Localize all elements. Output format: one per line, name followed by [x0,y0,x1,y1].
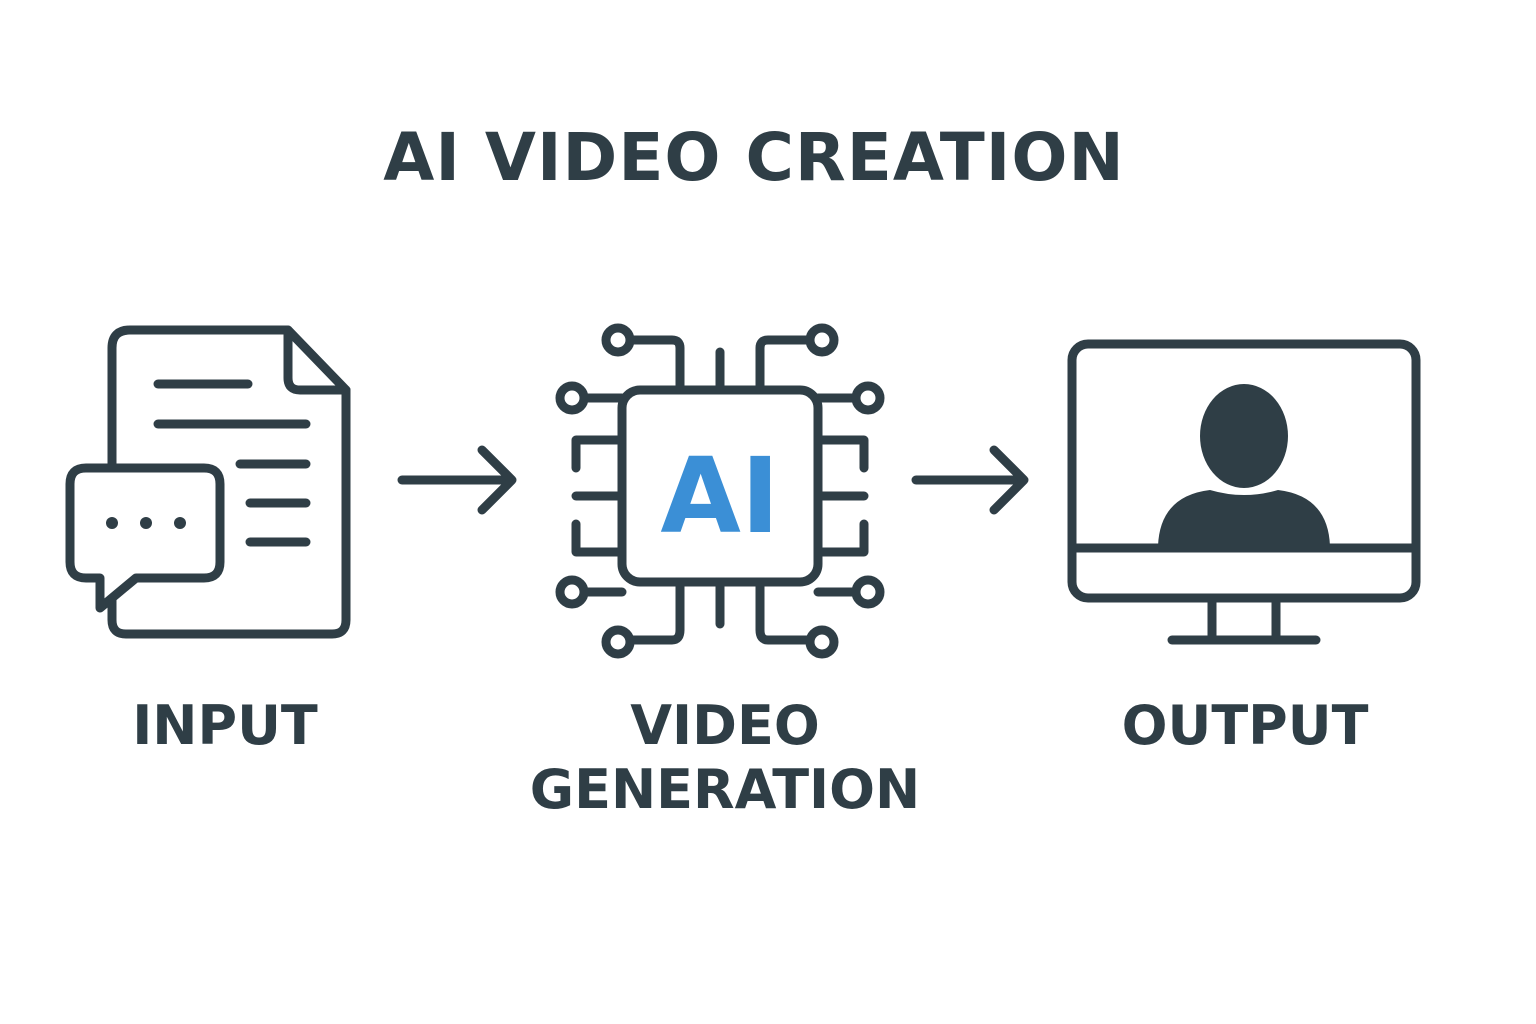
step-label-input: INPUT [132,694,318,757]
monitor-frame [1067,339,1421,603]
chat-dot [174,517,186,529]
chat-bubble [65,463,225,613]
monitor-person-icon [1067,339,1421,645]
arrow-right-icon [911,445,1029,515]
person-shoulders [1158,490,1330,546]
step-label-line: VIDEO [630,694,820,757]
document-with-chat-icon [65,325,351,639]
document-fold [283,325,351,395]
person-head [1200,384,1288,488]
step-label-video-generation: VIDEO GENERATION [490,694,960,822]
chip-ai-text: AI [660,435,779,557]
chat-dot [140,517,152,529]
document-outline [107,325,351,639]
diagram-title: AI VIDEO CREATION [383,119,1125,196]
step-label-line: GENERATION [529,758,921,821]
step-label-output: OUTPUT [1121,694,1369,757]
ai-chip-icon: AI [555,323,885,659]
chat-dot [106,517,118,529]
arrow-right-icon [397,445,517,515]
